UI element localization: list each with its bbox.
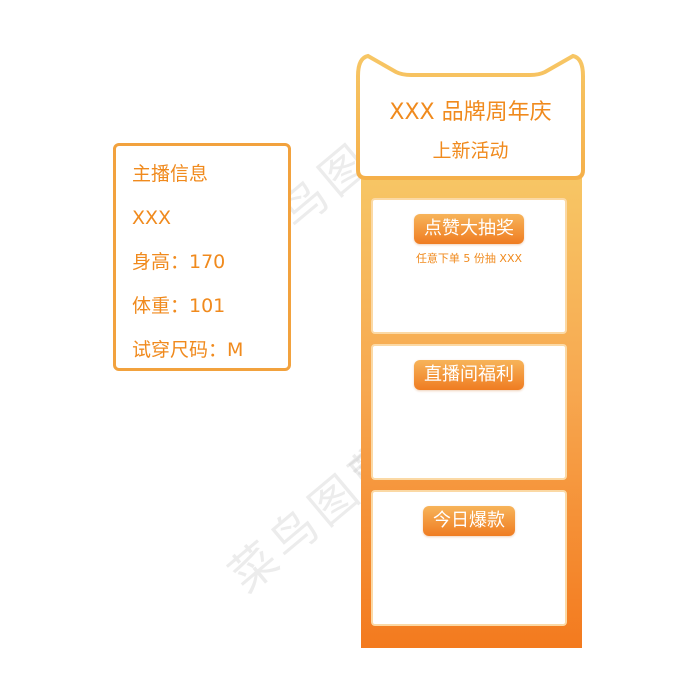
anchor-size: 试穿尺码：M	[132, 339, 244, 361]
cat-ear-frame	[356, 53, 585, 180]
anchor-weight: 体重：101	[132, 295, 226, 317]
anchor-info-card: 主播信息 XXX 身高：170 体重：101 试穿尺码：M	[113, 143, 291, 371]
stand-subtitle: 上新活动	[432, 140, 509, 162]
stand-header: XXX 品牌周年庆 上新活动	[354, 50, 587, 182]
info-card-title: 主播信息	[132, 163, 209, 185]
anchor-name: XXX	[132, 207, 172, 229]
panel-label: 点赞大抽奖	[414, 214, 524, 244]
panel-label: 今日爆款	[423, 506, 515, 536]
panel-label: 直播间福利	[414, 360, 524, 390]
anchor-height: 身高：170	[132, 251, 226, 273]
panel-like-lottery: 点赞大抽奖 任意下单 5 份抽 XXX	[371, 198, 567, 334]
panel-note: 任意下单 5 份抽 XXX	[415, 252, 523, 265]
stand-title: XXX 品牌周年庆	[389, 100, 552, 125]
panel-hot-items: 今日爆款	[371, 490, 567, 626]
panel-live-benefits: 直播间福利	[371, 344, 567, 480]
